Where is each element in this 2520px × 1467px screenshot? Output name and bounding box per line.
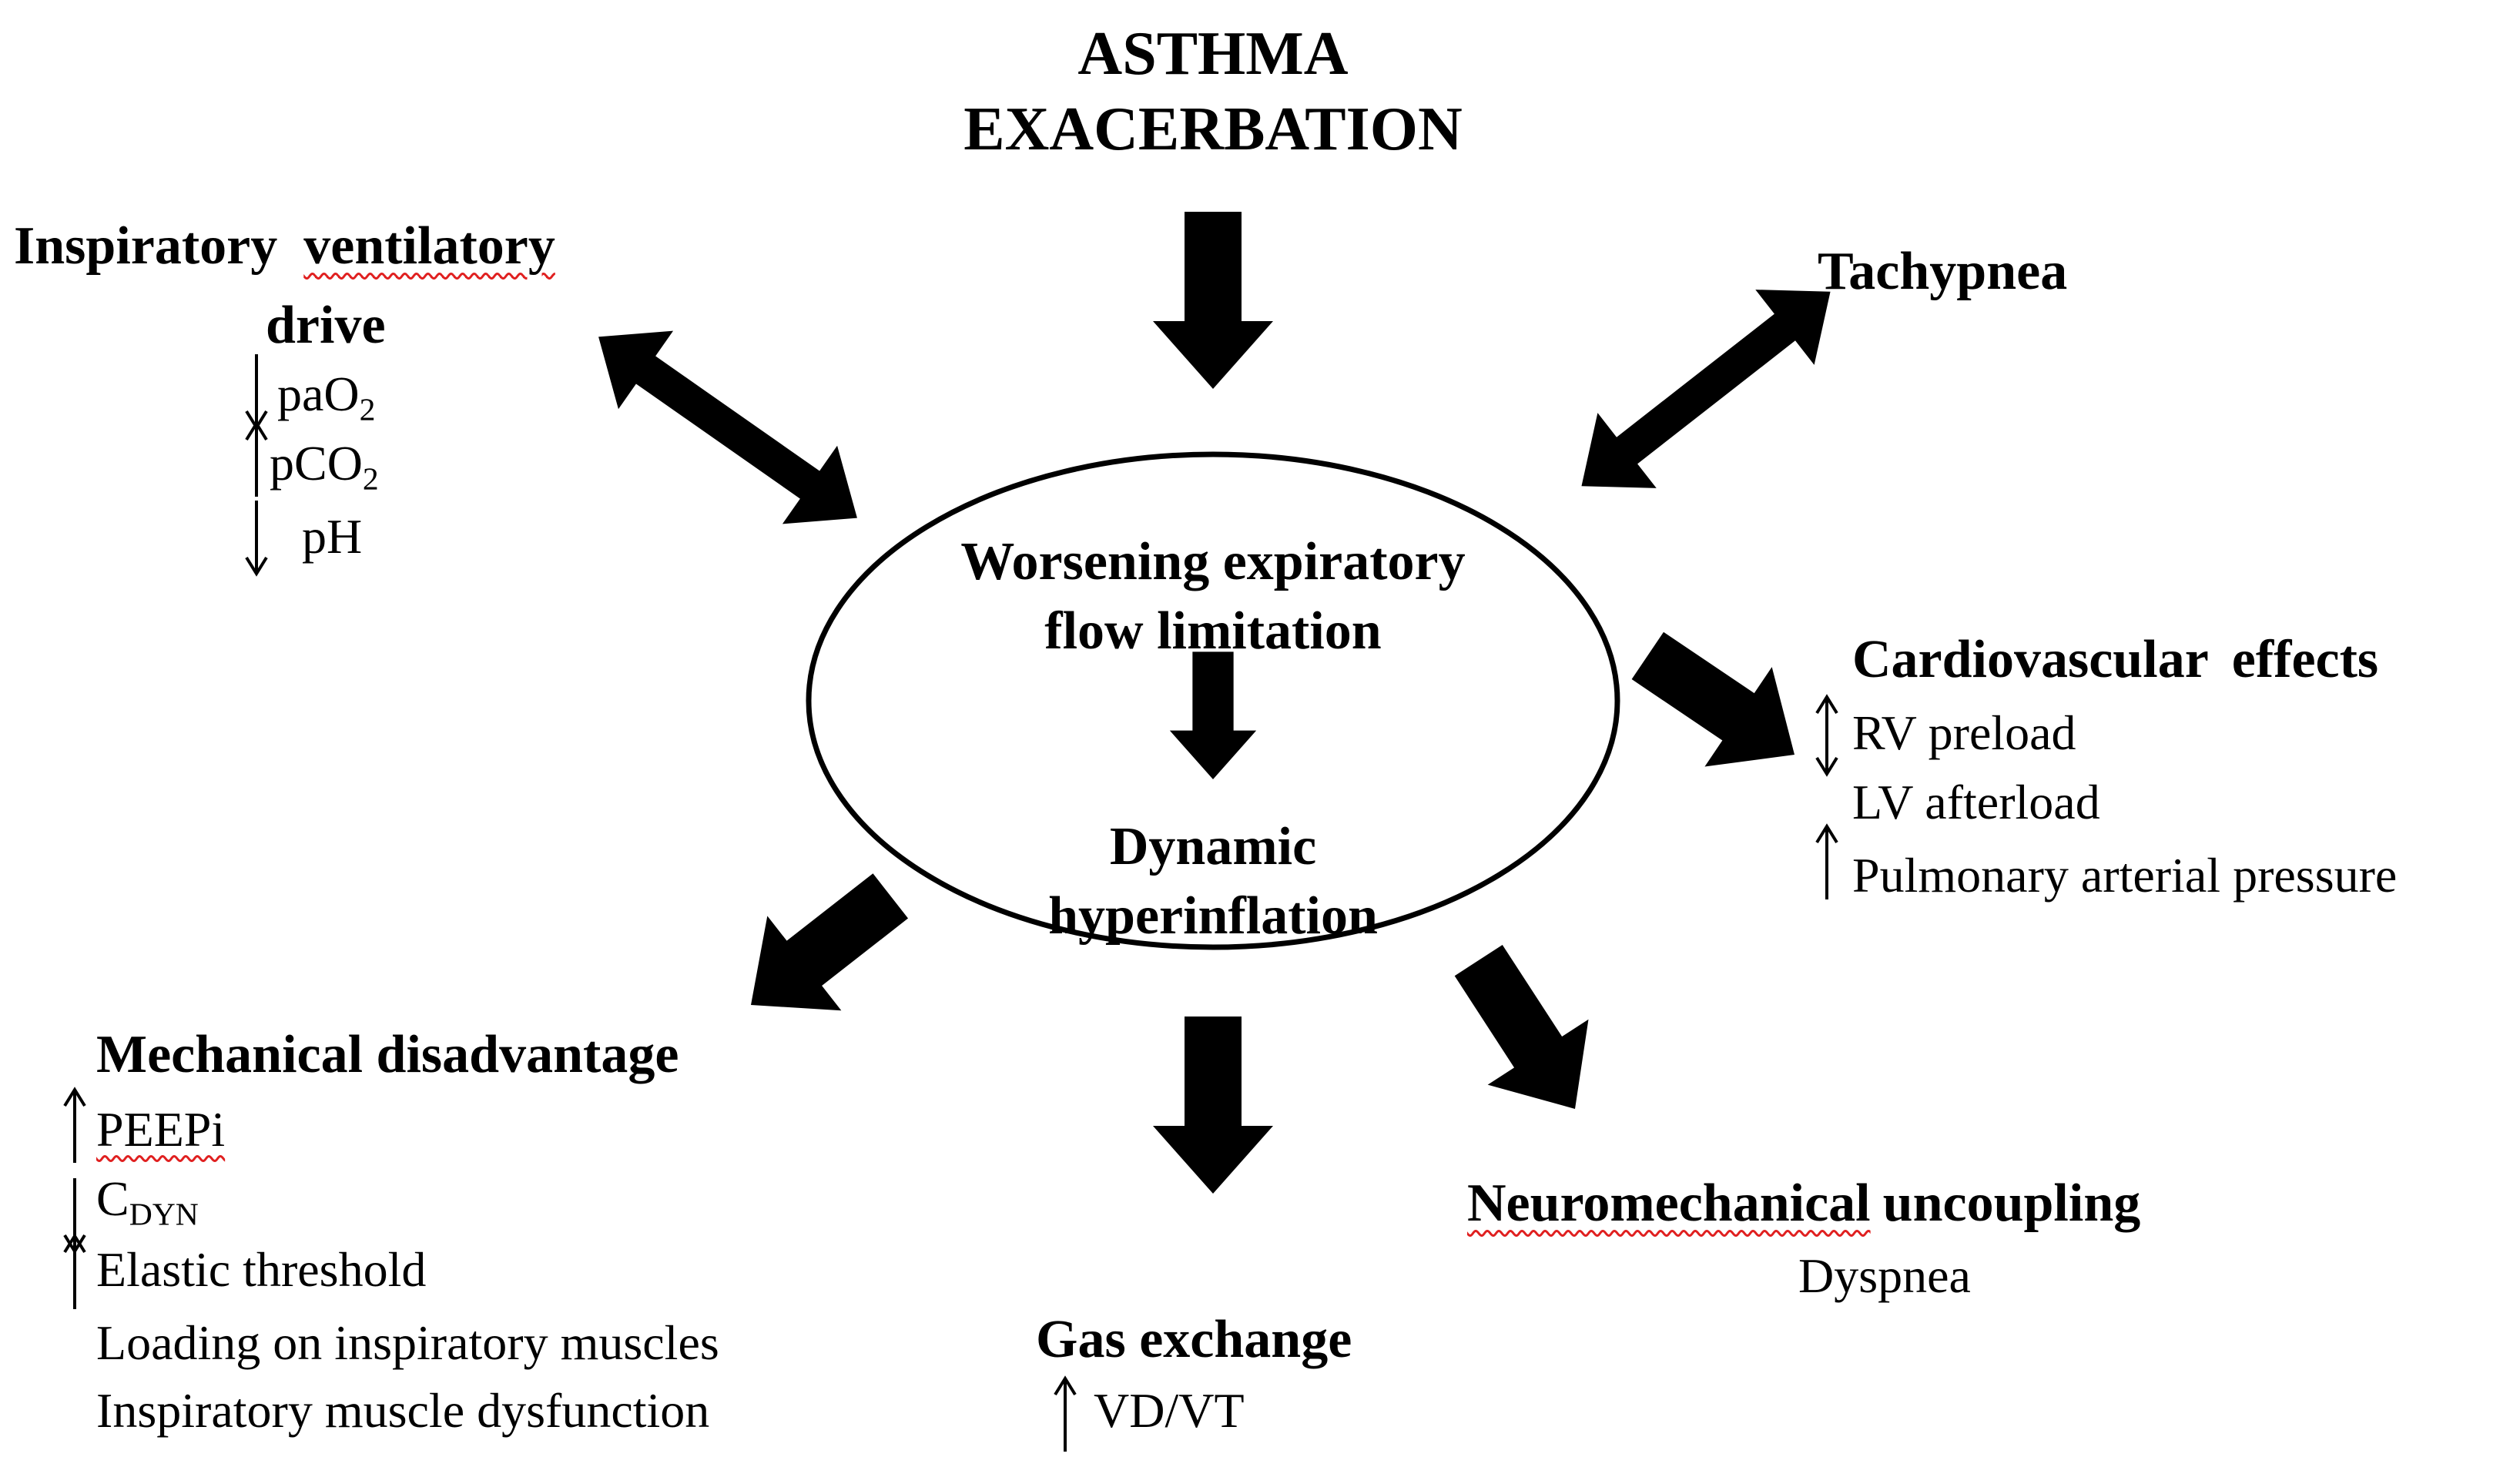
gas-item: VD/VT [1094, 1383, 1245, 1438]
center-top-line1: Worsening expiratory [960, 532, 1466, 591]
title-line2: EXACERBATION [963, 95, 1463, 163]
mech-item-2: Elastic threshold [96, 1242, 427, 1297]
arrow-to-gas [1153, 1017, 1273, 1194]
center-bottom-line2: hyperinflation [1048, 886, 1378, 946]
cardio-arrow-2 [1815, 825, 1838, 901]
mech-item-0: PEEPi [96, 1102, 226, 1157]
arrow-to-mechanical [713, 848, 928, 1053]
gas-title: Gas exchange [1036, 1310, 1352, 1369]
arrow-title-to-center [1153, 212, 1273, 389]
drive-item-1: pCO2 [270, 436, 379, 497]
cardio-item-2: Pulmonary arterial pressure [1852, 848, 2398, 903]
neuro-title-b: uncoupling [1882, 1174, 2141, 1233]
drive-title-line1: Inspiratory ventilatory [14, 219, 555, 273]
title-line1: ASTHMA [1077, 20, 1349, 88]
mech-arrow-2 [63, 1234, 86, 1311]
drive-arrow-0 [245, 353, 268, 429]
drive-arrow-1 [245, 422, 268, 498]
arrow-to-neuro [1428, 927, 1626, 1142]
cardio-item-0: RV preload [1852, 705, 2076, 760]
mech-item-4: Inspiratory muscle dysfunction [96, 1383, 710, 1438]
drive-title-a: Inspiratory [14, 216, 278, 276]
mech-item-3: Loading on inspiratory muscles [96, 1315, 719, 1370]
center-ellipse [806, 451, 1620, 950]
tachypnea-title: Tachypnea [1818, 242, 2068, 301]
mech-item-1: CDYN [96, 1171, 199, 1232]
cardio-arrow-1 [1815, 695, 1838, 772]
drive-title-c: drive [266, 296, 386, 355]
gas-arrow [1054, 1377, 1077, 1453]
mech-title: Mechanical disadvantage [96, 1025, 679, 1084]
cardio-item-1: LV afterload [1852, 775, 2100, 829]
arrow-tachypnea-double [1552, 253, 1860, 524]
cardio-title: Cardiovascular effects [1852, 633, 2378, 687]
drive-item-2: pH [302, 509, 363, 564]
center-bottom-line1: Dynamic [1109, 817, 1317, 876]
arrow-to-cardio [1614, 605, 1828, 805]
cardio-title-a: Cardiovascular [1852, 630, 2209, 689]
neuro-title-a: Neuromechanical [1467, 1174, 1871, 1233]
drive-title-b: ventilatory [303, 216, 555, 276]
center-top-line2: flow limitation [1044, 601, 1382, 661]
drive-arrow-2 [245, 499, 268, 575]
mech-arrow-0 [63, 1088, 86, 1164]
neuro-item: Dyspnea [1798, 1248, 1971, 1303]
cardio-title-b: effects [2231, 630, 2379, 689]
arrow-inner-down [1169, 651, 1257, 779]
drive-item-0: paO2 [277, 367, 376, 427]
arrow-drive-double [571, 297, 885, 558]
